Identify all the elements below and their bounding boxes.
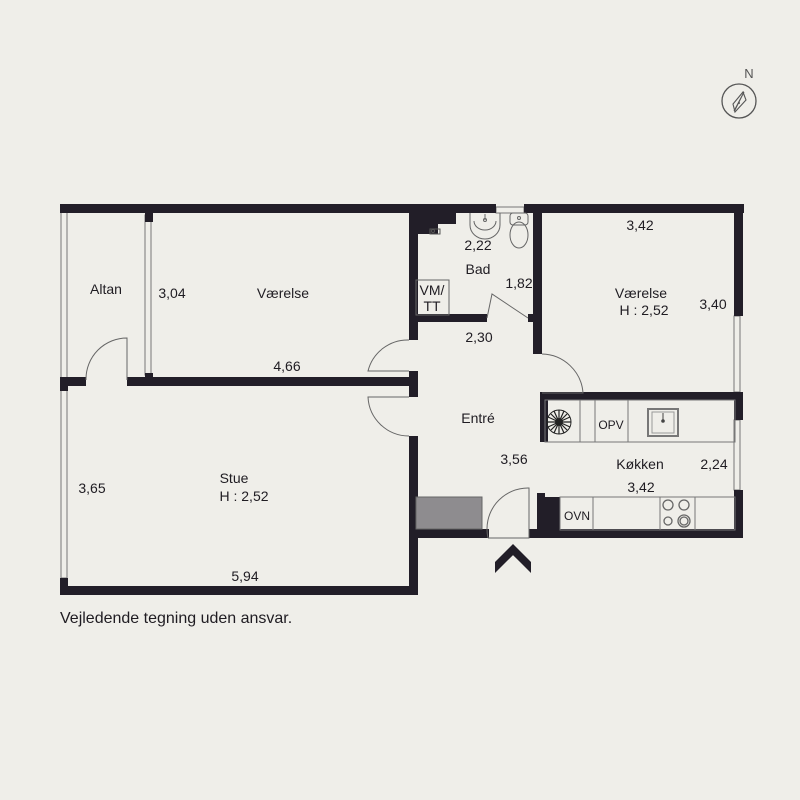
dimension-stue-depth: 3,65 [78,480,105,496]
washer-dryer-box [415,279,450,316]
dimension-bad-depth: 1,82 [505,275,532,291]
dimension-entre-width: 2,30 [465,329,492,345]
door-vaerelse-west [367,339,410,372]
dimension-vaerelse-west-width: 4,66 [273,358,300,374]
room-label-altan: Altan [90,281,122,297]
kitchen-sink-icon [647,408,679,437]
dimension-kokken-depth: 2,24 [700,456,727,472]
room-label-entre: Entré [461,410,495,426]
window-vaerelse-east [733,315,741,393]
compass-icon: N [721,66,757,119]
door-stue [367,396,410,437]
window-altan [60,210,68,380]
dimension-vaerelse-east-depth: 3,40 [699,296,726,312]
window-bad [495,206,525,214]
dimension-kokken-width: 3,42 [627,479,654,495]
room-label-vaerelse-east: Værelse [615,285,667,301]
ceiling-height-vaerelse-east: H : 2,52 [619,302,668,318]
oven-label: OVN [564,509,590,523]
dimension-vaerelse-west-depth: 3,04 [158,285,185,301]
window-vaerelse-west [144,214,152,376]
entrance-arrow-icon-shape [495,544,531,573]
doors [85,293,584,539]
dimension-stue-width: 5,94 [231,568,258,584]
door-altan [85,337,128,380]
dishwasher-label: OPV [598,418,623,432]
door-entrance [486,487,530,539]
washer-dryer-label-1: VM/ [420,282,445,298]
room-label-kokken: Køkken [616,456,663,472]
room-label-bad: Bad [466,261,491,277]
door-vaerelse-east [541,353,584,394]
ventilation-fan-icon [546,409,572,435]
wardrobe [415,496,483,530]
room-label-vaerelse-west: Værelse [257,285,309,301]
compass-north-label: N [744,66,753,81]
walls [60,204,744,595]
toilet-icon [509,212,529,249]
ceiling-height-stue: H : 2,52 [219,488,268,504]
washer-dryer-label-2: TT [423,298,441,314]
bathroom-sink-icon [469,213,501,240]
room-label-stue: Stue [220,470,249,486]
disclaimer-text: Vejledende tegning uden ansvar. [60,610,293,627]
dimension-vaerelse-east-width: 3,42 [626,217,653,233]
kitchen-counters [544,399,736,531]
stove-icon [662,499,691,528]
faucet-icon [429,228,441,235]
window-stue [60,389,68,579]
door-bad [486,293,529,319]
dimension-entre-depth: 3,56 [500,451,527,467]
dimension-bad-width: 2,22 [464,237,491,253]
